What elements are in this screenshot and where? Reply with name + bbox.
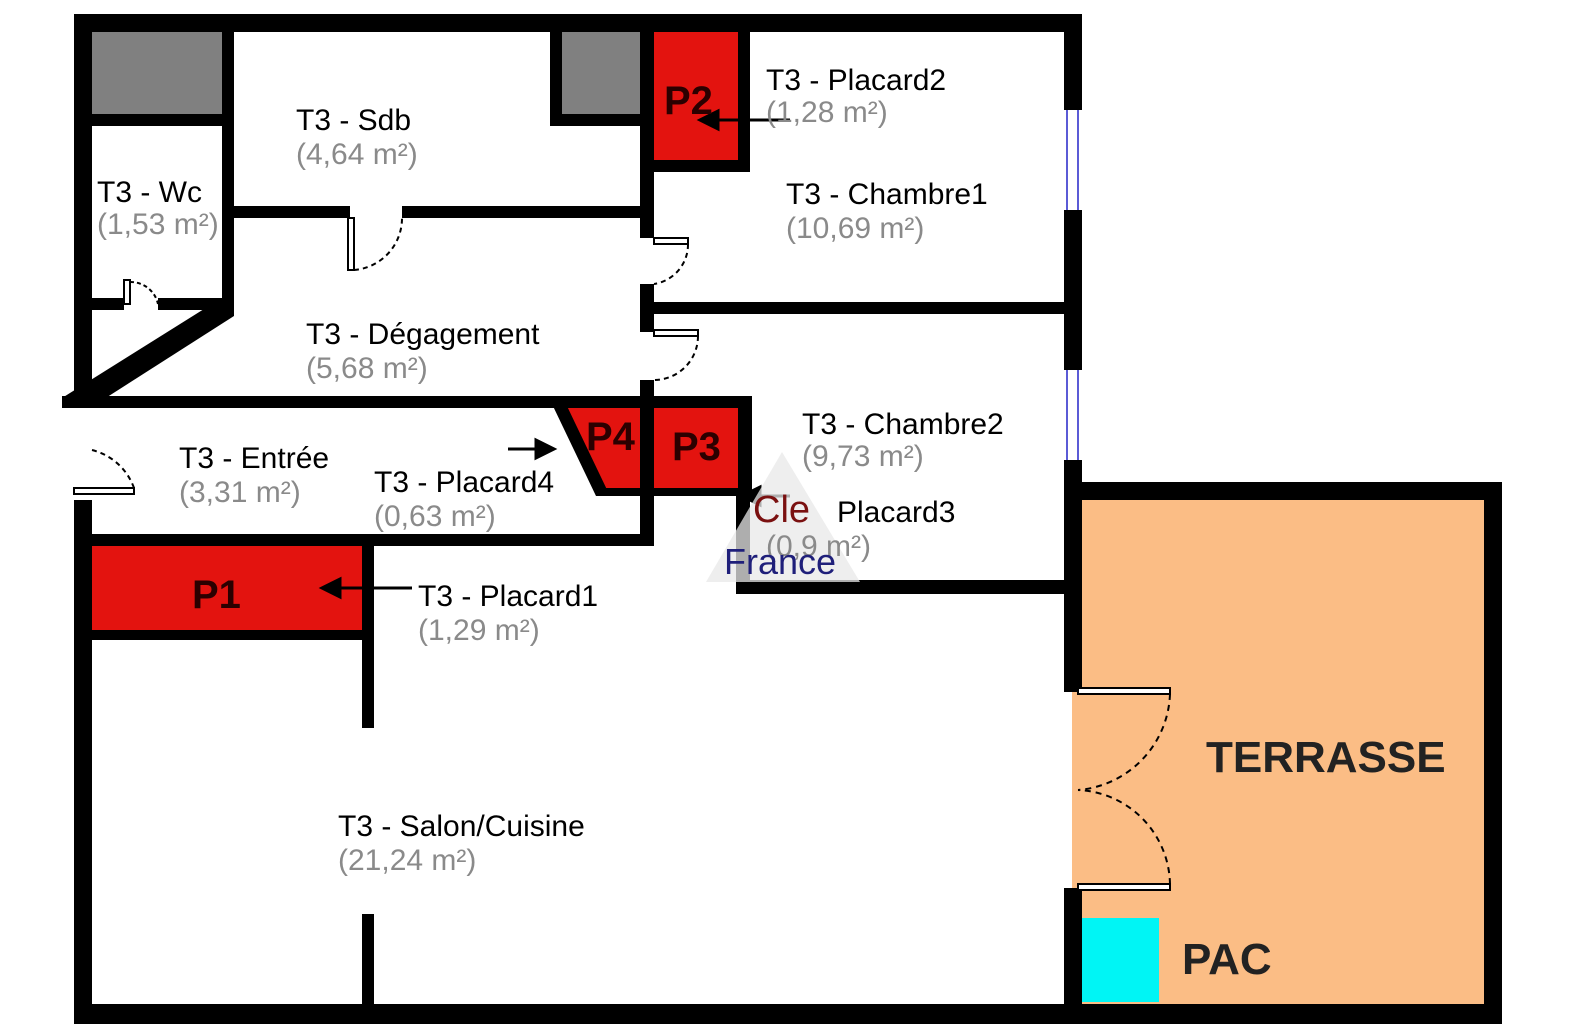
placard1-area: (1,29 m²) <box>418 614 540 647</box>
watermark-line2: France <box>724 541 836 582</box>
chambre2-name: T3 - Chambre2 <box>802 408 1004 441</box>
salon-area: (21,24 m²) <box>338 844 476 877</box>
sdb-area: (4,64 m²) <box>296 138 418 171</box>
terrace-label: TERRASSE <box>1206 733 1446 782</box>
chambre1-area: (10,69 m²) <box>786 212 924 245</box>
closet-p3 <box>652 404 742 492</box>
duct-left <box>92 32 222 114</box>
chambre1-name: T3 - Chambre1 <box>786 178 988 211</box>
closet-p4 <box>562 404 652 492</box>
chambre2-area: (9,73 m²) <box>802 440 924 473</box>
pac-label: PAC <box>1182 935 1272 984</box>
degagement-name: T3 - Dégagement <box>306 318 540 351</box>
placard2-area: (1,28 m²) <box>766 96 888 129</box>
pac-unit <box>1075 918 1159 1002</box>
closet-tag-p4: P4 <box>586 415 636 459</box>
windows <box>1066 110 1079 460</box>
doors <box>73 217 1171 891</box>
watermark-triangle <box>706 452 860 582</box>
placard3-area: (0,9 m²) <box>766 530 871 563</box>
entree-name: T3 - Entrée <box>179 442 329 475</box>
watermark-line1: Cle <box>753 489 810 531</box>
placard4-area: (0,63 m²) <box>374 500 496 533</box>
closet-p1 <box>92 546 364 632</box>
wc-area: (1,53 m²) <box>97 208 219 241</box>
salon-name: T3 - Salon/Cuisine <box>338 810 585 843</box>
degagement-area: (5,68 m²) <box>306 352 428 385</box>
placard3-name: Placard3 <box>837 496 955 529</box>
entree-area: (3,31 m²) <box>179 476 301 509</box>
wc-name: T3 - Wc <box>97 176 202 209</box>
placard2-name: T3 - Placard2 <box>766 64 946 97</box>
closet-tag-p1: P1 <box>192 573 241 617</box>
closet-tag-p2: P2 <box>664 79 713 123</box>
closet-tag-p3: P3 <box>672 425 721 469</box>
closet-p2 <box>652 32 742 162</box>
placard1-name: T3 - Placard1 <box>418 580 598 613</box>
duct-middle <box>562 32 644 114</box>
placard4-name: T3 - Placard4 <box>374 466 554 499</box>
sdb-name: T3 - Sdb <box>296 104 411 137</box>
